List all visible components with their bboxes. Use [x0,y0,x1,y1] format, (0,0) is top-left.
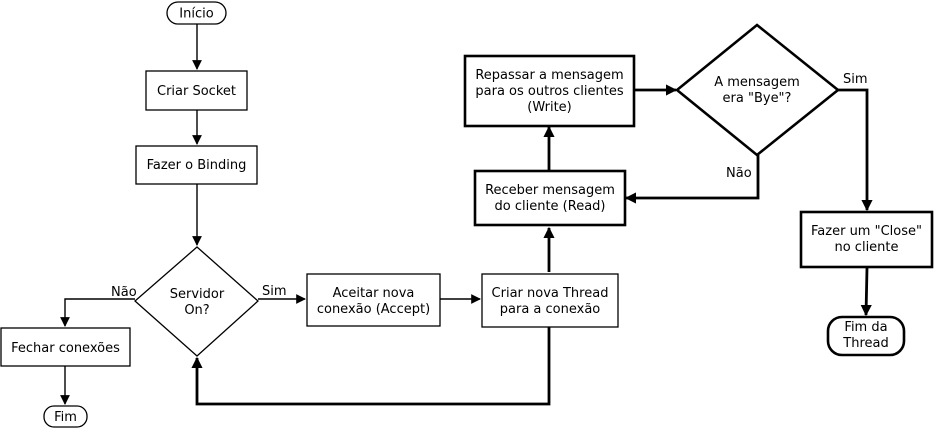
node-criar-thread-line1: Criar nova Thread [492,286,609,301]
node-repassar-line2: para os outros clientes [475,84,623,99]
node-repassar-line3: (Write) [527,100,571,115]
node-fim-label: Fim [54,410,77,425]
node-bye-line1: A mensagem [714,75,800,90]
edge-label-bye-sim: Sim [843,72,868,87]
node-receber-line1: Receber mensagem [485,183,615,198]
arrow-thread-loop-back-to-servidor [191,327,551,406]
node-criar-socket-label: Criar Socket [157,84,236,99]
node-fechar-conexoes-label: Fechar conexões [11,341,120,356]
node-servidor-on: Servidor On? [134,246,259,357]
arrow-bye-sim-to-close [838,88,873,212]
node-fechar-conexoes: Fechar conexões [0,327,131,367]
node-criar-thread: Criar nova Thread para a conexão [481,273,619,328]
node-receber-line2: do cliente (Read) [495,199,606,214]
node-fazer-close: Fazer um "Close" no cliente [799,210,934,269]
node-aceitar-line1: Aceitar nova [333,286,415,301]
node-fazer-close-line2: no cliente [834,240,898,255]
node-mensagem-bye: A mensagem era "Bye"? [674,23,841,157]
edge-label-bye-nao: Não [726,166,752,181]
edge-label-servidor-sim: Sim [262,284,287,299]
thick-connectors [191,84,873,406]
node-aceitar-conexao: Aceitar nova conexão (Accept) [306,273,441,327]
node-servidor-on-line1: Servidor [170,287,225,302]
arrow-bye-nao-to-receber [624,155,760,204]
node-criar-socket: Criar Socket [145,70,248,111]
node-inicio: Início [166,1,227,25]
node-criar-thread-line2: para a conexão [500,302,601,317]
edge-label-servidor-nao: Não [111,285,137,300]
node-repassar-line1: Repassar a mensagem [475,68,623,83]
arrow-close-to-fim-thread [860,267,872,317]
thin-connectors [60,24,481,405]
node-fim: Fim [43,405,88,428]
node-fim-thread-line1: Fim da [844,320,887,335]
node-fazer-close-line1: Fazer um "Close" [811,224,922,239]
node-bye-line2: era "Bye"? [723,91,792,106]
node-receber-mensagem: Receber mensagem do cliente (Read) [473,169,627,227]
node-inicio-label: Início [179,7,213,22]
node-aceitar-line2: conexão (Accept) [317,302,430,317]
node-fim-thread: Fim da Thread [826,315,906,357]
node-servidor-on-line2: On? [184,303,209,318]
arrow-servidor-nao-to-fechar [60,298,135,327]
node-fim-thread-line2: Thread [842,336,888,351]
node-repassar-mensagem: Repassar a mensagem para os outros clien… [463,54,636,128]
node-fazer-binding: Fazer o Binding [135,145,258,185]
node-fazer-binding-label: Fazer o Binding [147,158,247,173]
